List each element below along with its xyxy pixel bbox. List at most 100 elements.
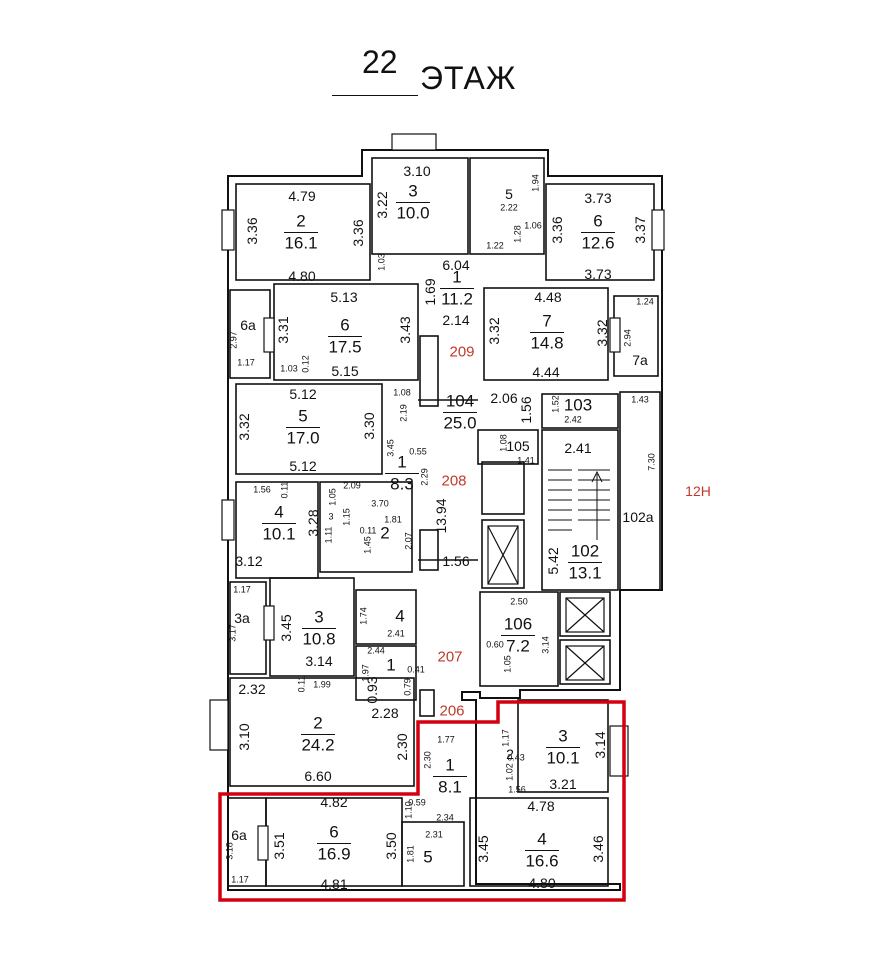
small-dimension: 1.17 (231, 874, 249, 885)
dimension-vertical: 5.42 (545, 547, 561, 575)
dimension-vertical: 3.14 (592, 731, 608, 759)
room-fraction-bar (302, 628, 336, 629)
dimension-vertical: 3.36 (549, 216, 565, 244)
small-dimension: 1.28 (512, 225, 523, 243)
room-area: 17.5 (328, 337, 362, 357)
room-fraction-bar (546, 747, 580, 748)
dimension: 3.12 (235, 553, 263, 569)
room-area: 8.1 (438, 777, 462, 797)
room-label: 103 (563, 395, 593, 415)
small-dimension: 1.94 (530, 174, 541, 192)
small-dimension: 1.41 (517, 455, 535, 466)
small-dimension: 1.81 (405, 845, 416, 863)
dimension-vertical: 1.56 (518, 396, 534, 424)
floor-title-underline (332, 95, 418, 96)
apartment-number: 206 (439, 702, 465, 720)
room-area: 25.0 (443, 413, 477, 433)
dimension-vertical: 3.30 (361, 412, 377, 440)
room-fraction-bar (501, 635, 535, 636)
room-label: 105 (506, 438, 530, 454)
small-dimension: 0.43 (507, 752, 525, 763)
small-dimension: 1.52 (550, 395, 561, 413)
room-label: 6a (231, 827, 247, 843)
dimension-vertical: 3.10 (236, 723, 252, 751)
small-dimension: 1.77 (437, 734, 455, 745)
room-area: 13.1 (568, 563, 602, 583)
room-area: 7.2 (506, 636, 530, 656)
room-fraction-bar (433, 776, 467, 777)
small-dimension: 0.12 (300, 355, 311, 373)
dimension-vertical: 3.36 (244, 217, 260, 245)
small-dimension: 2.22 (500, 202, 518, 213)
small-dimension: 0.41 (407, 664, 425, 675)
small-dimension: 1.05 (502, 655, 513, 673)
dimension-vertical: 3.28 (305, 509, 321, 537)
room-number: 6 (340, 315, 350, 335)
small-dimension: 3.18 (224, 842, 235, 860)
dimension: 5.13 (330, 289, 358, 305)
small-dimension: 0.60 (486, 639, 504, 650)
apartment-number: 209 (449, 343, 475, 361)
room-number: 3 (558, 726, 568, 746)
room-fraction-bar (568, 562, 602, 563)
room-number: 1 (445, 755, 455, 775)
dimension: 2.06 (490, 390, 518, 406)
room-fraction-bar (317, 843, 351, 844)
room-number: 2 (313, 713, 323, 733)
apartment-number: 208 (441, 472, 467, 490)
room-label: 4 (395, 606, 405, 626)
dimension-vertical: 3.45 (278, 614, 294, 642)
dimension: 5.15 (331, 363, 359, 379)
dimension: 4.79 (288, 188, 316, 204)
elevator-shafts (487, 525, 605, 681)
room-area: 16.6 (525, 851, 559, 871)
floor-title-number: 22 (362, 44, 398, 80)
small-dimension: 2.19 (398, 404, 409, 422)
dimension-vertical: 3.45 (475, 835, 491, 863)
dimension: 6.60 (304, 768, 332, 784)
small-dimension: 2.31 (425, 829, 443, 840)
room-number: 4 (274, 502, 284, 522)
small-dimension: 3.14 (540, 636, 551, 654)
small-dimension: 3.45 (385, 439, 396, 457)
small-dimension: 2.30 (422, 751, 433, 769)
dimension: 2.41 (564, 440, 592, 456)
room-area: 24.2 (301, 735, 335, 755)
room-area: 14.8 (530, 333, 564, 353)
small-dimension: 2.97 (228, 331, 239, 349)
dimension: 2.32 (238, 681, 266, 697)
small-dimension: 1.11 (323, 526, 334, 544)
room-label: 5 (423, 847, 433, 867)
dimension-vertical: 3.36 (350, 219, 366, 247)
dimension-vertical: 3.32 (486, 317, 502, 345)
room-area: 10.1 (262, 524, 296, 544)
room-label: 1 (386, 655, 396, 675)
small-dimension: 1.22 (486, 240, 504, 251)
small-dimension: 2.44 (367, 645, 385, 656)
small-dimension: 0.11 (296, 675, 307, 693)
dimension-vertical: 3.46 (590, 835, 606, 863)
dimension: 3.21 (549, 776, 577, 792)
staircase (548, 469, 610, 540)
dimension: 4.78 (527, 798, 555, 814)
small-dimension: 3 (328, 511, 334, 522)
room-number: 102 (570, 541, 600, 561)
small-dimension: 2.34 (436, 812, 454, 823)
room-fraction-bar (581, 232, 615, 233)
small-dimension: 7.30 (646, 453, 657, 471)
dimension-vertical: 3.22 (374, 191, 390, 219)
dimension-vertical: 1.69 (422, 278, 438, 306)
small-dimension: 1.99 (313, 679, 331, 690)
room-label: 2 (380, 523, 390, 543)
small-dimension: 1.81 (384, 514, 402, 525)
small-dimension: 1.05 (327, 488, 338, 506)
room-number: 3 (408, 181, 418, 201)
room-number: 6 (593, 211, 603, 231)
small-dimension: 2.29 (419, 468, 430, 486)
room-fraction-bar (286, 427, 320, 428)
dimension-vertical: 3.43 (397, 316, 413, 344)
dimension-vertical: 3.32 (236, 413, 252, 441)
small-dimension: 2.94 (622, 329, 633, 347)
room-number: 7 (542, 311, 552, 331)
small-dimension: 1.08 (393, 387, 411, 398)
